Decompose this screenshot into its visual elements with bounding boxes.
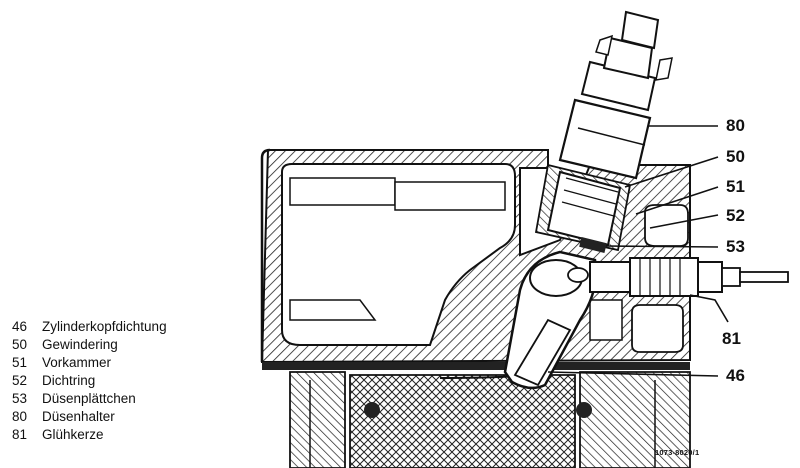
callout-50: 50: [726, 147, 745, 166]
nozzle-holder: [534, 10, 673, 253]
legend-number: 51: [12, 355, 28, 370]
water-jacket-cavities: [281, 163, 689, 353]
callout-80: 80: [726, 116, 745, 135]
figure-reference-code: 1073-8020/1: [655, 448, 700, 457]
callout-46: 46: [726, 366, 745, 385]
prechamber-assembly: [503, 250, 598, 390]
legend-item: 51 Vorkammer: [12, 354, 167, 372]
legend-number: 80: [12, 409, 28, 424]
legend-item: 52 Dichtring: [12, 372, 167, 390]
legend-label: Zylinderkopfdichtung: [42, 319, 167, 334]
glow-plug: [567, 257, 789, 297]
legend-label: Dichtring: [42, 373, 96, 388]
callout-53: 53: [726, 237, 745, 256]
legend-label: Düsenplättchen: [42, 391, 136, 406]
legend-item: 53 Düsenplättchen: [12, 390, 167, 408]
legend-number: 81: [12, 427, 28, 442]
parts-legend: 46 Zylinderkopfdichtung 50 Gewindering 51 V…: [12, 318, 167, 444]
callout-81: 81: [722, 329, 741, 348]
legend-item: 50 Gewindering: [12, 336, 167, 354]
legend-number: 46: [12, 319, 28, 334]
legend-number: 52: [12, 373, 28, 388]
leader-lines: [547, 125, 729, 377]
legend-item: 46 Zylinderkopfdichtung: [12, 318, 167, 336]
legend-label: Glühkerze: [42, 427, 104, 442]
legend-item: 80 Düsenhalter: [12, 408, 167, 426]
legend-label: Vorkammer: [42, 355, 112, 370]
legend-label: Düsenhalter: [42, 409, 115, 424]
legend-label: Gewindering: [42, 337, 118, 352]
legend-number: 50: [12, 337, 28, 352]
cylinder-block: [262, 362, 691, 468]
legend-number: 53: [12, 391, 28, 406]
callout-52: 52: [726, 206, 745, 225]
legend-item: 81 Glühkerze: [12, 426, 167, 444]
callout-51: 51: [726, 177, 745, 196]
